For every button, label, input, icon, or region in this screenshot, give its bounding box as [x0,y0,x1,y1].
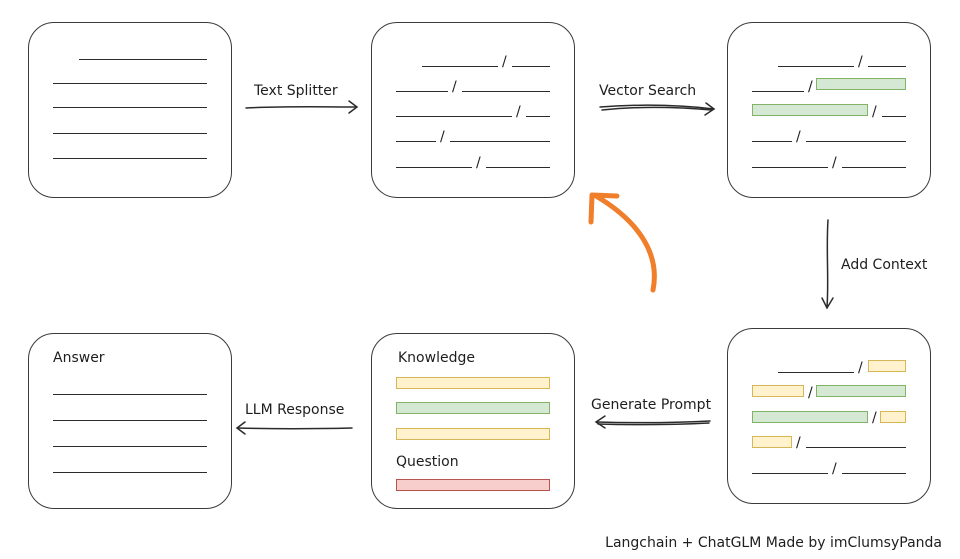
matched-chunk [752,104,868,116]
chunk-line [450,141,550,142]
text-line [53,133,207,134]
context-card: / / / / / [727,328,931,504]
add-context-arrow [821,219,834,310]
chunk-line [396,116,512,117]
prompt-card: Knowledge Question [371,333,575,509]
chunk-separator: / [832,155,837,171]
chunk-separator: / [808,79,813,95]
chunk-line [396,141,436,142]
chunk-line [396,91,448,92]
matched-chunk [752,411,868,423]
chunk-line [486,167,550,168]
chunk-separator: / [452,79,457,95]
document-card [28,22,232,198]
chunk-separator: / [858,360,863,376]
text-line [53,472,207,473]
text-line [79,59,207,60]
chunk-line [778,372,854,373]
generate-prompt-label: Generate Prompt [591,397,712,413]
context-chunk [880,411,906,423]
question-bar [396,479,550,491]
chunk-line [526,116,550,117]
chunk-line [752,473,828,474]
text-splitter-arrow [245,100,359,114]
generate-prompt-arrow [594,415,711,429]
llm-response-arrow [235,421,353,435]
chunk-line [462,91,550,92]
vector-search-label: Vector Search [599,83,697,99]
text-line [53,420,207,421]
add-context-label: Add Context [841,257,928,273]
text-line [53,394,207,395]
chunk-line [752,167,828,168]
chunk-line [806,447,906,448]
text-line [53,446,207,447]
matched-chunk [816,385,906,397]
chunk-line [512,66,550,67]
knowledge-chunk [396,428,550,440]
chunk-separator: / [796,129,801,145]
chunk-separator: / [516,104,521,120]
vector-search-arrow [599,102,716,116]
split-chunks-card: / / / / / [371,22,575,198]
knowledge-title: Knowledge [398,350,475,366]
text-line [53,107,207,108]
answer-title: Answer [53,350,105,366]
chunk-line [422,66,498,67]
chunk-line [396,167,472,168]
chunk-line [806,141,906,142]
context-chunk [752,436,792,448]
chunk-separator: / [476,155,481,171]
text-splitter-label: Text Splitter [254,83,338,99]
chunk-separator: / [440,129,445,145]
knowledge-chunk [396,377,550,389]
chunk-separator: / [872,410,877,426]
chunk-line [842,473,906,474]
chunk-line [752,141,792,142]
chunk-line [842,167,906,168]
feedback-loop-arrow [588,192,657,293]
chunk-line [882,116,906,117]
text-line [53,83,207,84]
footer-credit: Langchain + ChatGLM Made by imClumsyPand… [605,535,942,551]
context-chunk [868,360,906,372]
matched-chunk [816,78,906,90]
answer-card: Answer [28,333,232,509]
knowledge-chunk [396,402,550,414]
text-line [53,158,207,159]
chunk-separator: / [872,104,877,120]
chunk-separator: / [832,461,837,477]
chunk-separator: / [796,435,801,451]
chunk-line [868,66,906,67]
chunk-separator: / [808,385,813,401]
question-title: Question [396,454,459,470]
chunk-line [778,66,854,67]
search-results-card: / / / / / [727,22,931,198]
chunk-separator: / [502,54,507,70]
chunk-separator: / [858,54,863,70]
chunk-line [752,91,804,92]
context-chunk [752,385,804,397]
llm-response-label: LLM Response [245,402,345,418]
